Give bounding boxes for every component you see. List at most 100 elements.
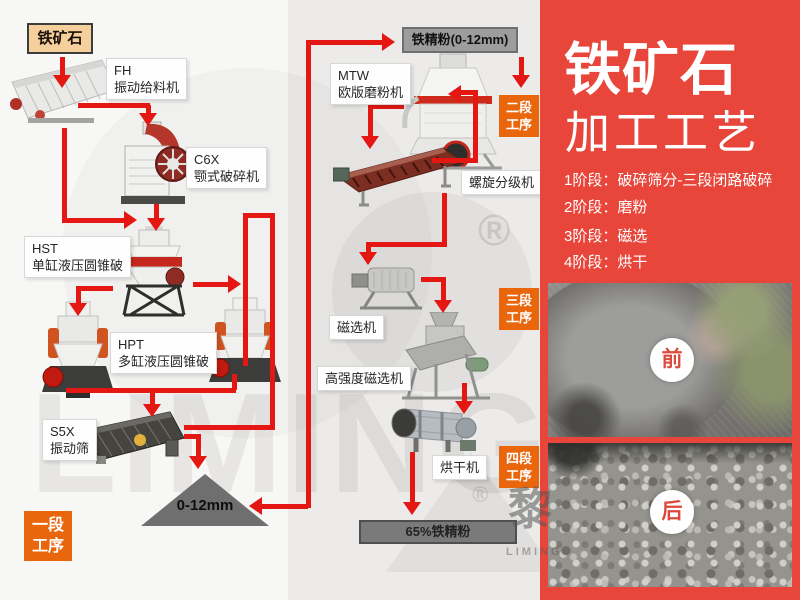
flow-arrowhead (53, 75, 71, 88)
badge-line: 工序 (505, 310, 532, 325)
liming-logo-character: 黎 (508, 485, 552, 534)
screen-label: S5X 振动筛 (42, 419, 98, 461)
after-photo: 后 (548, 443, 792, 587)
machine-code: S5X (50, 424, 75, 439)
jaw-crusher-label: C6X 颚式破碎机 (186, 147, 268, 189)
stage2-badge: 二段 工序 (499, 95, 539, 137)
after-photo-badge: 后 (650, 490, 694, 534)
badge-line: 工序 (505, 468, 532, 483)
badge-line: 工序 (505, 117, 532, 132)
machine-name: 烘干机 (440, 460, 480, 475)
flow-connector (60, 57, 65, 77)
flow-connector (243, 213, 275, 218)
final-product-bar: 65%铁精粉 (359, 520, 517, 544)
flow-connector (441, 277, 446, 300)
dryer-label: 烘干机 (432, 455, 488, 480)
liming-logo-text: LIMING (506, 546, 563, 558)
flow-connector (366, 242, 446, 247)
machine-code: HPT (118, 337, 144, 352)
panel-title-sub: 加工工艺 (565, 107, 762, 158)
flow-connector (154, 204, 159, 218)
flow-connector (232, 374, 237, 390)
magnetic-separator-image (350, 260, 426, 315)
vibrating-screen-image (82, 410, 188, 469)
flow-arrowhead (448, 85, 461, 103)
flow-connector (62, 218, 124, 223)
stage-description-4: 4阶段：烘干 (564, 254, 648, 271)
flow-connector (460, 90, 477, 95)
hpt-crusher-label: HPT 多缸液压圆锥破 (110, 332, 218, 374)
iron-ore-source-box: 铁矿石 (27, 23, 93, 54)
flow-connector (62, 128, 67, 220)
flow-connector (150, 390, 155, 404)
flow-connector (473, 90, 478, 160)
stage-description-1: 1阶段：破碎筛分-三段闭路破碎 (564, 172, 773, 189)
flow-connector (243, 213, 248, 366)
flow-arrowhead (382, 33, 395, 51)
flow-connector (76, 286, 113, 291)
flow-connector (410, 452, 415, 502)
right-info-panel: 铁矿石 加工工艺 1阶段：破碎筛分-三段闭路破碎 2阶段：磨粉 3阶段：磁选 4… (540, 0, 800, 600)
flow-arrowhead (512, 75, 530, 88)
machine-name: 欧版磨粉机 (338, 85, 404, 100)
flow-connector (306, 40, 311, 508)
panel-title-main: 铁矿石 (564, 38, 738, 102)
flow-connector (78, 103, 150, 108)
flow-connector (368, 104, 404, 109)
hst-cone-crusher-image (112, 226, 196, 325)
flow-connector (421, 277, 446, 282)
flow-arrowhead (359, 252, 377, 265)
flow-arrowhead (147, 218, 165, 231)
stockpile-size-label: 0-12mm (176, 497, 234, 514)
high-intensity-magnetic-separator-label: 高强度磁选机 (317, 366, 412, 391)
flow-connector (196, 434, 201, 456)
flow-connector (193, 282, 228, 287)
hst-crusher-label: HST 单缸液压圆锥破 (24, 236, 132, 278)
flow-arrowhead (434, 300, 452, 313)
badge-line: 四段 (505, 451, 532, 466)
hpt-cone-crusher-left-image (36, 300, 120, 405)
before-photo-badge: 前 (650, 338, 694, 382)
flow-connector (184, 425, 272, 430)
badge-line: 工序 (31, 538, 64, 555)
flow-connector (519, 57, 524, 76)
flow-arrowhead (139, 113, 157, 126)
flow-connector (270, 213, 275, 430)
machine-name: 多缸液压圆锥破 (118, 354, 210, 369)
flow-connector (76, 286, 81, 303)
stage4-badge: 四段 工序 (499, 446, 539, 488)
stockpile-triangle (141, 474, 269, 526)
machine-code: FH (114, 63, 132, 78)
flow-arrowhead (143, 404, 161, 417)
feeder-label: FH 振动给料机 (106, 58, 188, 100)
flow-connector (146, 105, 151, 115)
flow-connector (368, 104, 373, 136)
high-intensity-magnetic-separator-image (396, 311, 494, 409)
registered-mark-icon: ® (472, 482, 489, 507)
machine-code: C6X (194, 152, 220, 167)
before-photo: 前 (548, 283, 792, 437)
stage3-badge: 三段 工序 (499, 288, 539, 330)
flow-connector (262, 504, 308, 509)
machine-name: 颚式破碎机 (194, 169, 260, 184)
flow-connector (432, 158, 478, 163)
flow-arrowhead (249, 497, 262, 515)
badge-line: 二段 (505, 100, 532, 115)
mill-label: MTW 欧版磨粉机 (330, 63, 412, 105)
flow-arrowhead (228, 275, 241, 293)
stage-description-2: 2阶段：磨粉 (564, 199, 648, 216)
spiral-classifier-image (332, 146, 471, 213)
registered-mark-icon: ® (478, 206, 511, 255)
badge-line: 三段 (505, 293, 532, 308)
classifier-label: 螺旋分级机 (461, 170, 543, 195)
machine-name: 高强度磁选机 (325, 371, 404, 386)
machine-code: MTW (338, 68, 370, 83)
mill-feed-box: 铁精粉(0-12mm) (402, 27, 518, 53)
machine-name: 螺旋分级机 (469, 175, 535, 190)
flow-connector (462, 383, 467, 402)
flow-connector (184, 434, 200, 439)
machine-name: 振动给料机 (114, 80, 180, 95)
machine-name: 磁选机 (337, 320, 377, 335)
flow-arrowhead (361, 136, 379, 149)
